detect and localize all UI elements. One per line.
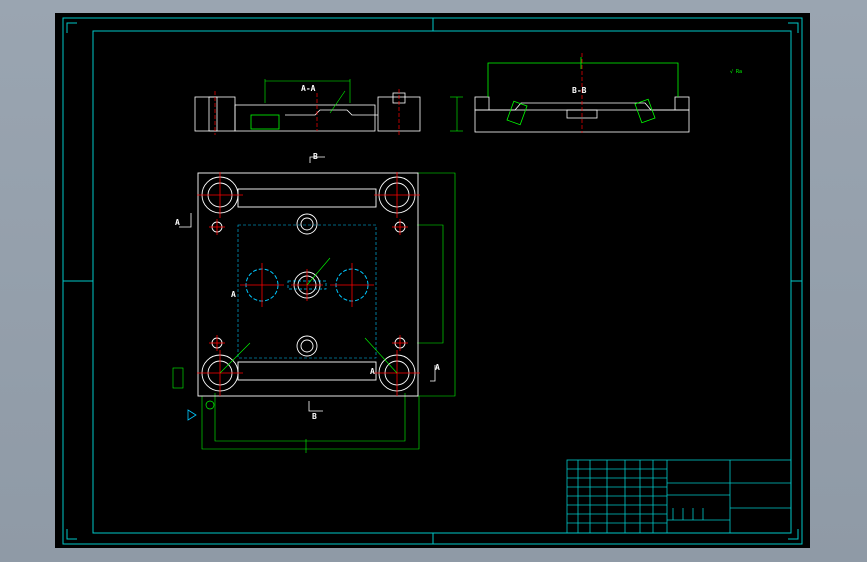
title-block: [566, 459, 792, 534]
section-marker-b-bottom: B: [312, 412, 317, 421]
section-aa-view: A-A: [194, 79, 463, 135]
roughness-note: √ Ra: [730, 69, 742, 75]
cad-drawing-viewport[interactable]: A-A B-B √ Ra: [55, 13, 810, 548]
section-bb-label: B-B: [572, 86, 587, 95]
section-marker-a-right: A: [435, 363, 440, 372]
section-bb-view: B-B √ Ra: [474, 53, 742, 133]
section-marker-a-inner: A: [370, 367, 375, 376]
plan-view: B B A A A A: [172, 152, 456, 453]
section-marker-a-left: A: [175, 218, 180, 227]
section-aa-label: A-A: [301, 84, 316, 93]
section-marker-b-top: B: [313, 152, 318, 161]
mold-assembly-drawing: A-A B-B √ Ra: [62, 17, 803, 545]
section-marker-a-mid: A: [231, 290, 236, 299]
sheet-border: [62, 17, 803, 545]
